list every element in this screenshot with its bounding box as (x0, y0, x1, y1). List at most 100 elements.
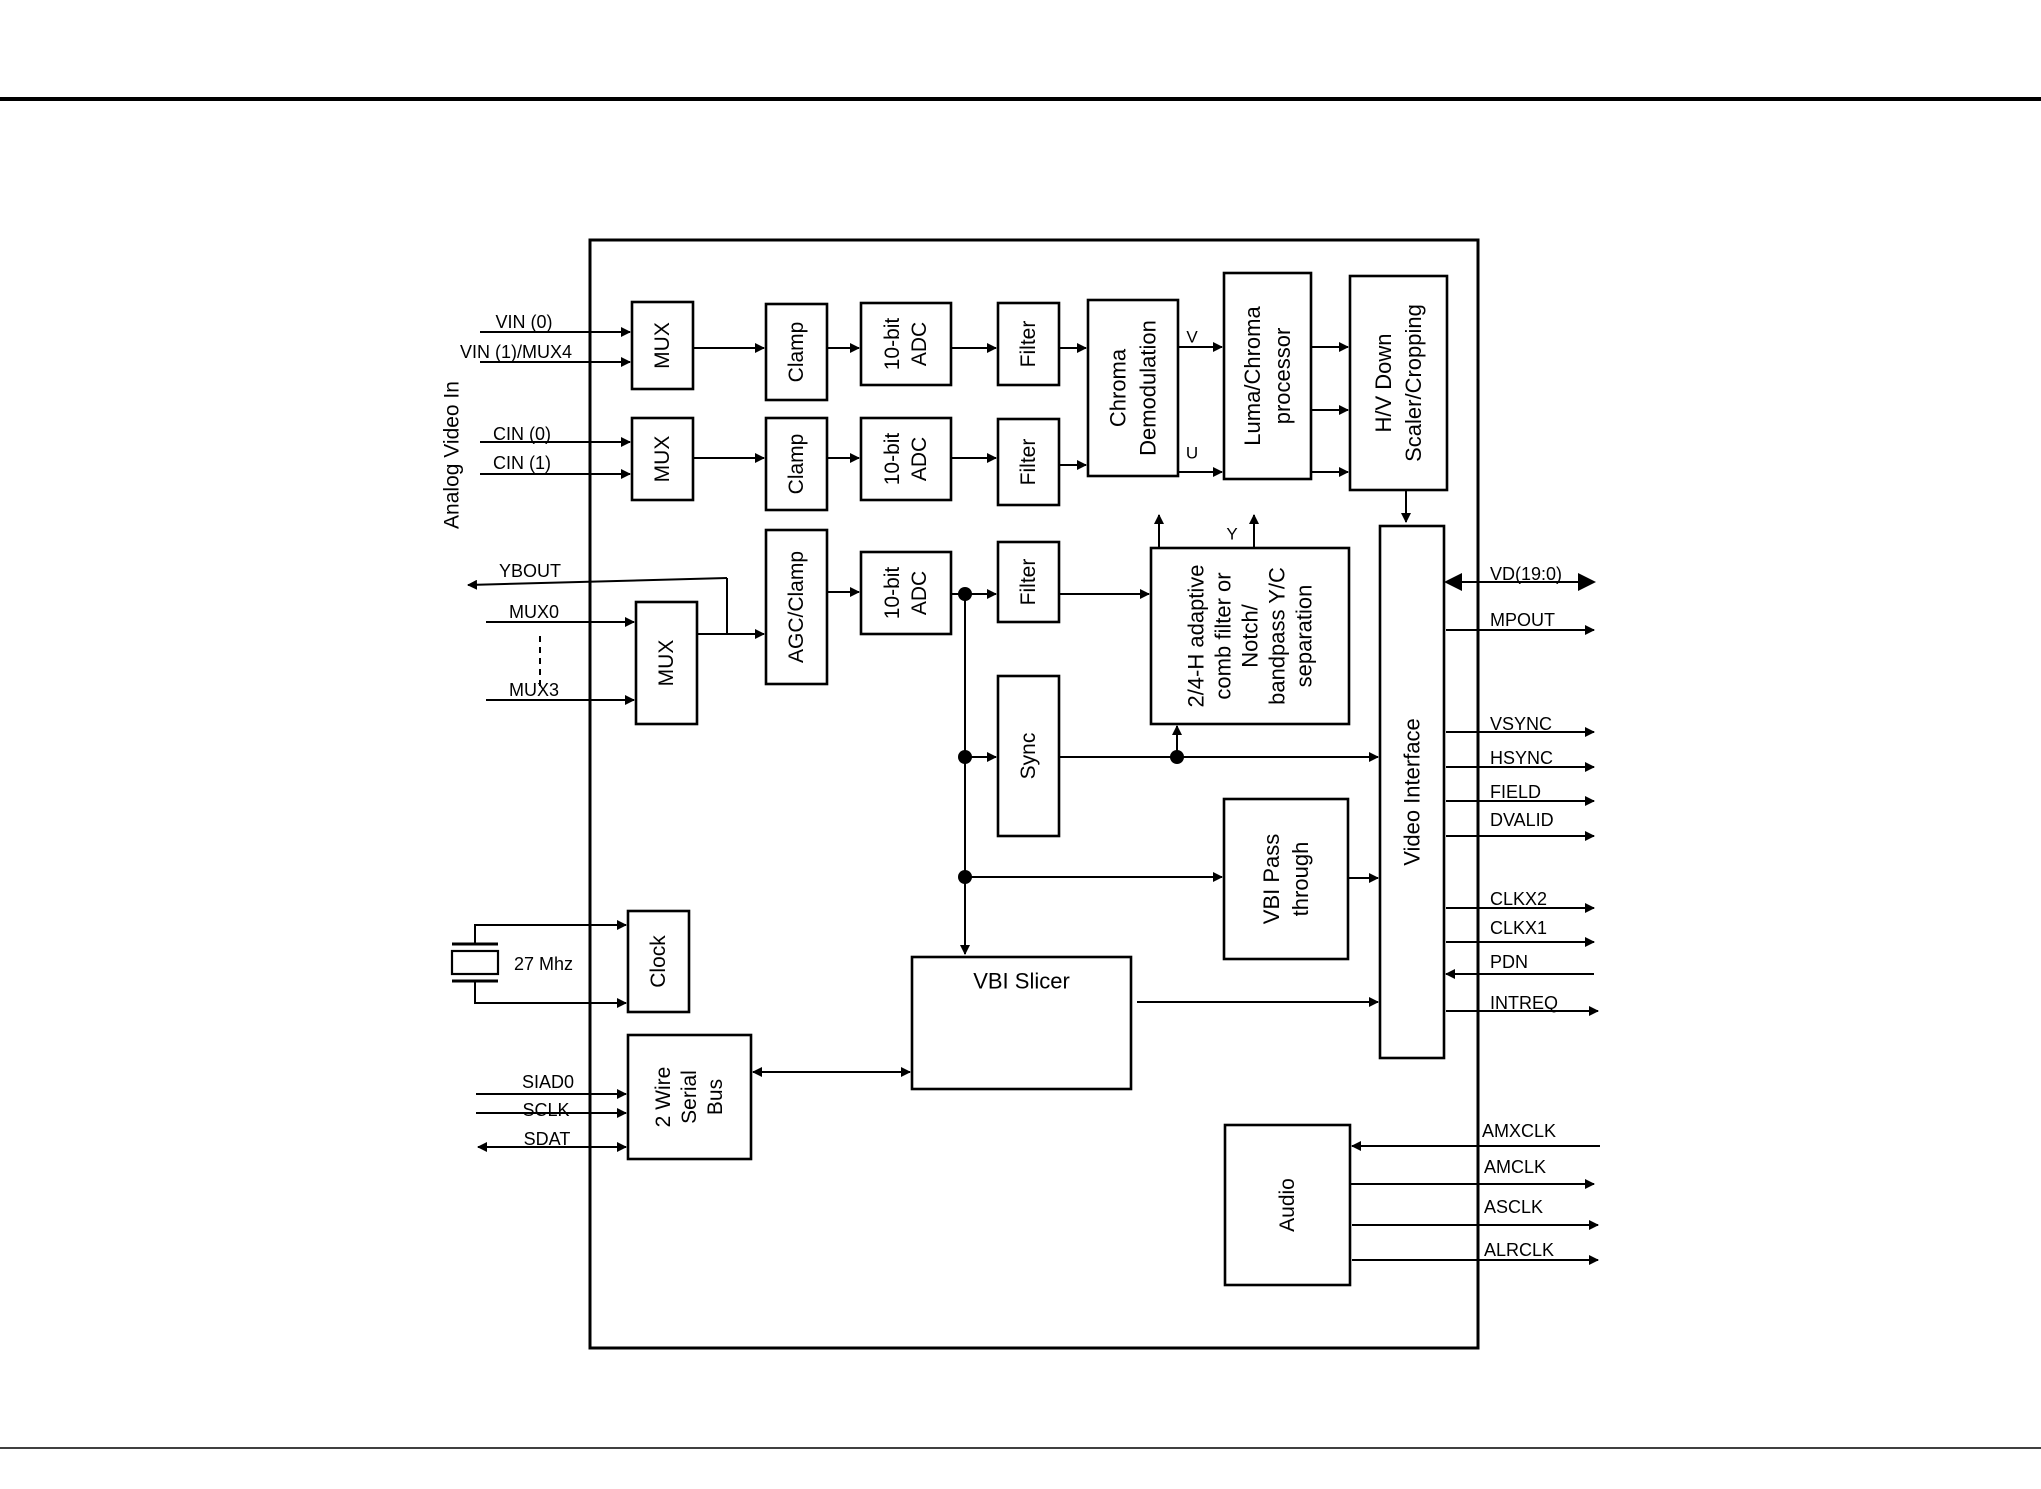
block-box (859, 550, 953, 636)
block-label: VBI Slicer (973, 969, 1070, 994)
block-label: Filter (1017, 559, 1040, 606)
block-label: Scaler/Cropping (1401, 304, 1426, 462)
block-vbi-slicer: VBI Slicer (910, 955, 1133, 1091)
block-label: through (1288, 842, 1313, 917)
block-box (1222, 797, 1350, 961)
block-audio: Audio (1223, 1123, 1352, 1287)
block-box (910, 955, 1133, 1091)
block-label: separation (1292, 585, 1317, 688)
wire (467, 577, 728, 590)
block-box (1348, 274, 1449, 492)
block-label: Notch/ (1238, 603, 1263, 667)
signal-label-u: U (1186, 444, 1198, 463)
signal-label-input-group-label: Analog Video In (441, 381, 464, 529)
block-label: ADC (908, 322, 931, 366)
block-label: Bus (704, 1079, 727, 1115)
block-label: Sync (1017, 733, 1040, 780)
block-filter-2: Filter (996, 417, 1061, 507)
block-box (1223, 1123, 1352, 1287)
block-label: 2/4-H adaptive (1184, 564, 1209, 707)
block-label: Audio (1276, 1178, 1299, 1232)
block-box (626, 909, 691, 1014)
block-box (1086, 298, 1180, 478)
block-filter-3: Filter (996, 540, 1061, 624)
block-label: 2 Wire (652, 1067, 675, 1128)
block-label: ADC (908, 437, 931, 481)
block-box (859, 416, 953, 502)
block-label: Demodulation (1136, 320, 1161, 456)
block-label: Chroma (1106, 348, 1131, 427)
block-box (996, 674, 1061, 838)
signal-label-alrclk: ALRCLK (1484, 1240, 1554, 1260)
block-label: Clock (647, 935, 670, 988)
signal-label-mux3: MUX3 (509, 680, 559, 700)
block-mux-vin: MUX (630, 300, 695, 391)
block-clamp-1: Clamp (764, 302, 829, 402)
signal-label-amxclk: AMXCLK (1482, 1121, 1556, 1141)
block-label: Filter (1017, 439, 1040, 486)
signal-label-crystal: 27 Mhz (514, 954, 573, 974)
junction-dot (958, 587, 972, 601)
signal-label-clkx2: CLKX2 (1490, 889, 1547, 909)
block-video-interface: Video Interface (1378, 524, 1446, 1060)
block-filter-1: Filter (996, 301, 1061, 387)
block-label: MUX (651, 322, 674, 369)
block-box (1378, 524, 1446, 1060)
signal-label-mux0: MUX0 (509, 602, 559, 622)
signal-label-mpout: MPOUT (1490, 610, 1555, 630)
block-box (996, 301, 1061, 387)
block-label: ADC (908, 571, 931, 615)
signal-label-vd: VD(19:0) (1490, 564, 1562, 584)
signal-label-dvalid: DVALID (1490, 810, 1554, 830)
signal-label-y: Y (1226, 525, 1237, 544)
block-box (630, 416, 695, 502)
signal-label-intreq: INTREQ (1490, 993, 1558, 1013)
signal-label-sdat: SDAT (524, 1129, 571, 1149)
connections (450, 327, 1600, 1265)
crystal-icon (450, 949, 500, 976)
signal-label-cin1: CIN (1) (493, 453, 551, 473)
block-box (764, 528, 829, 686)
block-label: Filter (1017, 321, 1040, 368)
block-box (634, 600, 699, 726)
signal-label-pdn: PDN (1490, 952, 1528, 972)
block-mux-cin: MUX (630, 416, 695, 502)
block-sync: Sync (996, 674, 1061, 838)
block-box (859, 301, 953, 387)
block-box (996, 540, 1061, 624)
block-box (764, 416, 829, 512)
block-label: H/V Down (1371, 333, 1396, 432)
signal-label-vin1: VIN (1)/MUX4 (460, 342, 572, 362)
block-clock: Clock (626, 909, 691, 1014)
signal-label-vsync: VSYNC (1490, 714, 1552, 734)
block-label: bandpass Y/C (1265, 567, 1290, 705)
signal-label-hsync: HSYNC (1490, 748, 1553, 768)
block-label: comb filter or (1211, 572, 1236, 699)
block-label: processor (1270, 328, 1295, 425)
chip-outline (588, 238, 1480, 1350)
block-label: Video Interface (1400, 718, 1425, 866)
wire (474, 920, 627, 944)
block-label: Luma/Chroma (1240, 306, 1265, 446)
signal-label-cin0: CIN (0) (493, 424, 551, 444)
block-label: Clamp (785, 322, 808, 383)
block-box (630, 300, 695, 391)
block-label: 10-bit (881, 318, 904, 371)
block-agc-clamp: AGC/Clamp (764, 528, 829, 686)
block-mux-y: MUX (634, 600, 699, 726)
block-label: AGC/Clamp (785, 551, 808, 663)
wire (474, 981, 627, 1008)
signal-label-field: FIELD (1490, 782, 1541, 802)
block-label: 10-bit (881, 433, 904, 486)
block-label: VBI Pass (1259, 834, 1284, 924)
